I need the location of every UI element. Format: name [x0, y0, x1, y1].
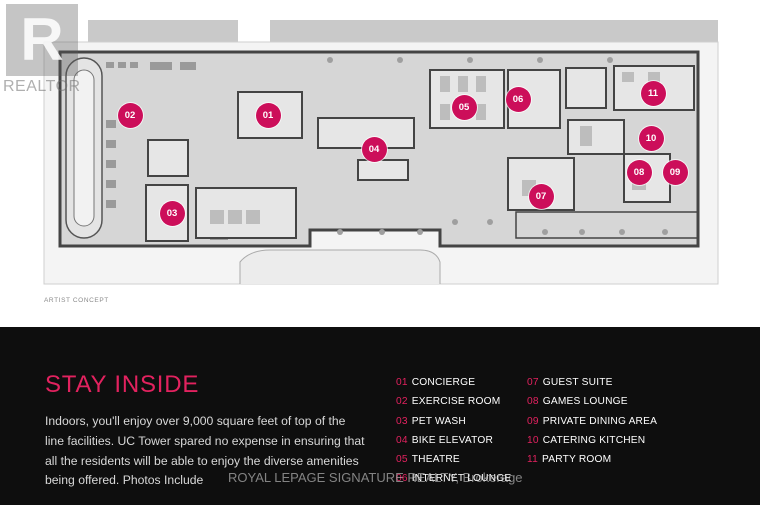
- marker-10: 10: [638, 125, 664, 151]
- realtor-r-letter: R: [20, 6, 64, 73]
- realtor-watermark-logo: R REALTOR: [0, 0, 86, 100]
- amenities-panel: STAY INSIDE Indoors, you'll enjoy over 9…: [0, 327, 760, 505]
- realtor-wordmark: REALTOR: [3, 78, 81, 95]
- brokerage-watermark: ROYAL LEPAGE SIGNATURE REALTY, Brokerage: [228, 470, 523, 485]
- marker-03: 03: [159, 200, 185, 226]
- marker-05: 05: [451, 94, 477, 120]
- marker-01: 01: [255, 102, 281, 128]
- marker-07: 07: [528, 183, 554, 209]
- marker-08: 08: [626, 159, 652, 185]
- description-text: Indoors, you'll enjoy over 9,000 square …: [45, 414, 365, 488]
- floor-plan: R REALTOR ARTIST CONCEPT 02 01 03 04 05 …: [0, 0, 719, 304]
- section-heading: STAY INSIDE: [45, 371, 200, 398]
- realtor-r-icon: [6, 4, 78, 76]
- floor-plan-caption: ARTIST CONCEPT: [44, 297, 109, 304]
- marker-02: 02: [117, 102, 143, 128]
- marker-09: 09: [662, 159, 688, 185]
- marker-04: 04: [361, 136, 387, 162]
- marker-06: 06: [505, 86, 531, 112]
- marker-11: 11: [640, 80, 666, 106]
